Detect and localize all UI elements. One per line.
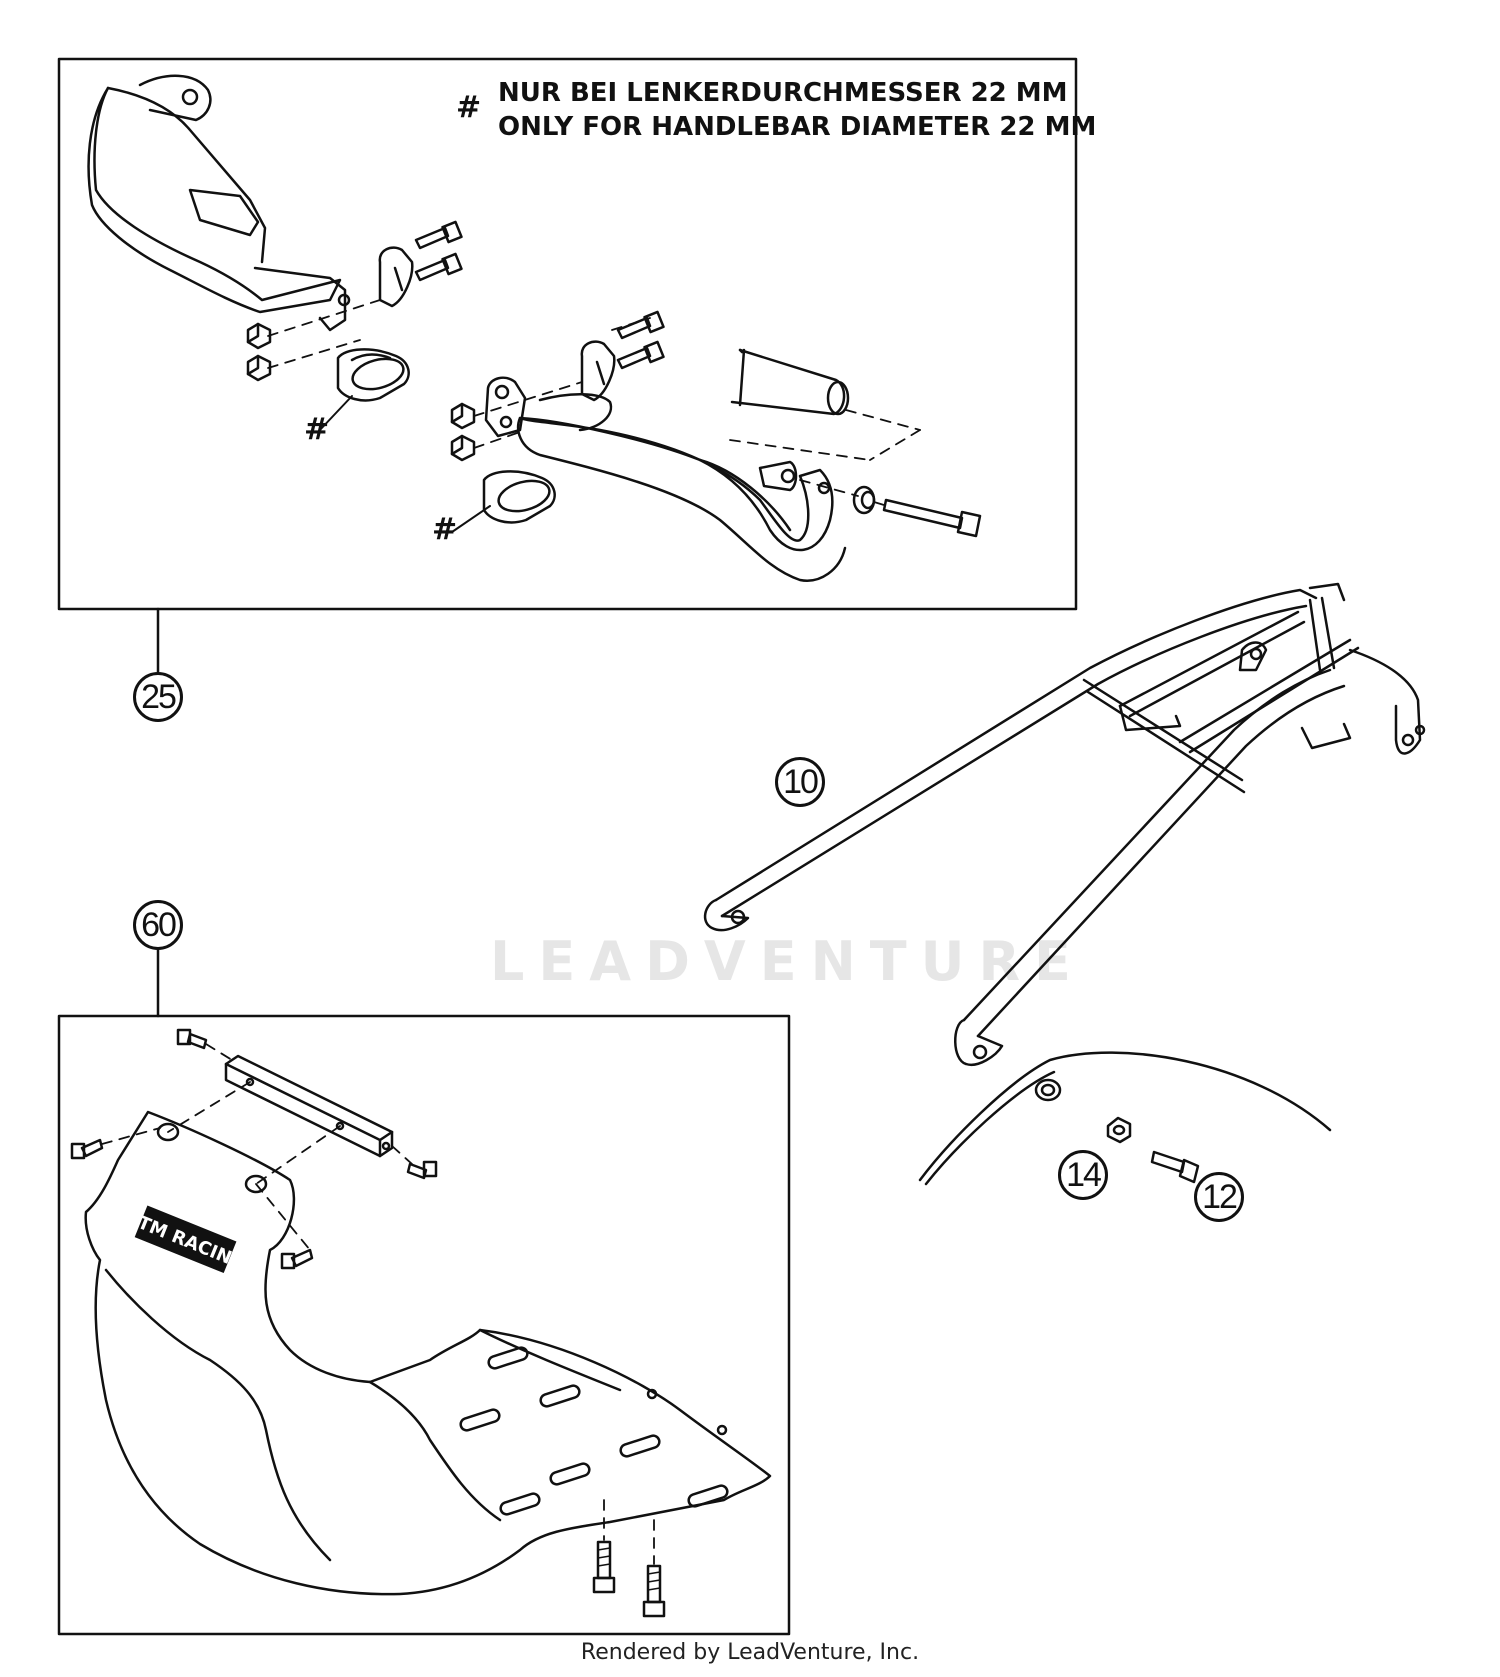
footer-credit: Rendered by LeadVenture, Inc.	[580, 1640, 920, 1665]
hash-mark-2: #	[432, 512, 458, 547]
screw-1	[414, 220, 463, 250]
handlebar-note: NUR BEI LENKERDURCHMESSER 22 MM ONLY FOR…	[498, 76, 1096, 144]
nut-1	[246, 322, 272, 350]
right-clamp-mount	[484, 376, 527, 438]
nut-3	[450, 402, 476, 430]
nut-2	[246, 354, 272, 382]
right-handguard	[516, 392, 847, 582]
handguard-box	[57, 57, 1078, 611]
ktm-racing-logo: KTM RACING	[122, 1205, 248, 1274]
mounting-bar	[224, 1054, 394, 1158]
spacer-washer	[852, 485, 876, 515]
skid-plate	[84, 1110, 772, 1596]
hash-mark-1: #	[304, 412, 330, 447]
nut-4	[450, 434, 476, 462]
hash-leader-1	[317, 395, 353, 433]
left-handguard	[87, 74, 351, 332]
callout-14[interactable]: 14	[1058, 1150, 1108, 1200]
adapter-sleeve-left	[336, 348, 410, 402]
note-line-en: ONLY FOR HANDLEBAR DIAMETER 22 MM	[498, 112, 1097, 142]
bottom-screw-2	[642, 1564, 666, 1618]
bottom-screw-1	[592, 1540, 616, 1594]
plate-screw-left	[70, 1138, 104, 1160]
upper-clamp-right	[580, 340, 616, 402]
adapter-sleeve-right	[482, 470, 556, 524]
note-symbol: #	[456, 90, 482, 125]
long-bolt	[882, 498, 982, 538]
skid-plate-box	[57, 1014, 791, 1636]
bar-screw-right	[406, 1160, 438, 1180]
bar-end-insert	[758, 460, 798, 492]
screw-2	[414, 252, 463, 282]
rear-fender	[918, 1051, 1332, 1186]
luggage-rack	[703, 582, 1426, 1067]
plate-screw-center	[280, 1248, 314, 1270]
callout-60[interactable]: 60	[133, 900, 183, 950]
screw-3	[616, 310, 665, 340]
note-line-de: NUR BEI LENKERDURCHMESSER 22 MM	[498, 78, 1068, 108]
handlebar-end	[730, 348, 850, 416]
bar-screw-left	[176, 1028, 208, 1050]
callout-25[interactable]: 25	[133, 672, 183, 722]
screw-4	[616, 340, 665, 370]
hash-leader-2	[451, 505, 491, 533]
upper-clamp-left	[378, 246, 414, 308]
screw-part	[1150, 1150, 1200, 1184]
callout-12[interactable]: 12	[1194, 1172, 1244, 1222]
callout-10[interactable]: 10	[775, 757, 825, 807]
watermark: LEADVENTURE	[490, 930, 1085, 993]
washer-part	[1106, 1116, 1132, 1144]
